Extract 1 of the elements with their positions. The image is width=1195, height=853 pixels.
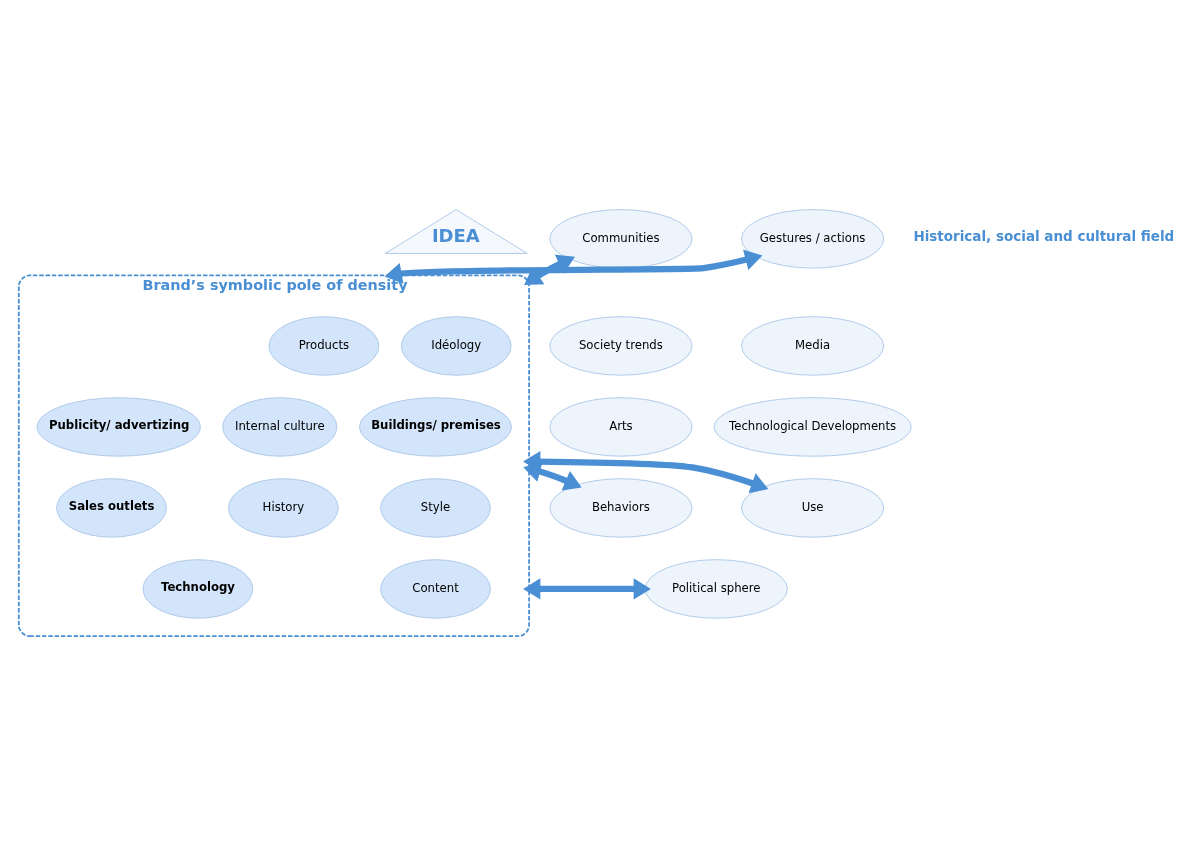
label: Historical, social and cultural field <box>913 228 1175 245</box>
